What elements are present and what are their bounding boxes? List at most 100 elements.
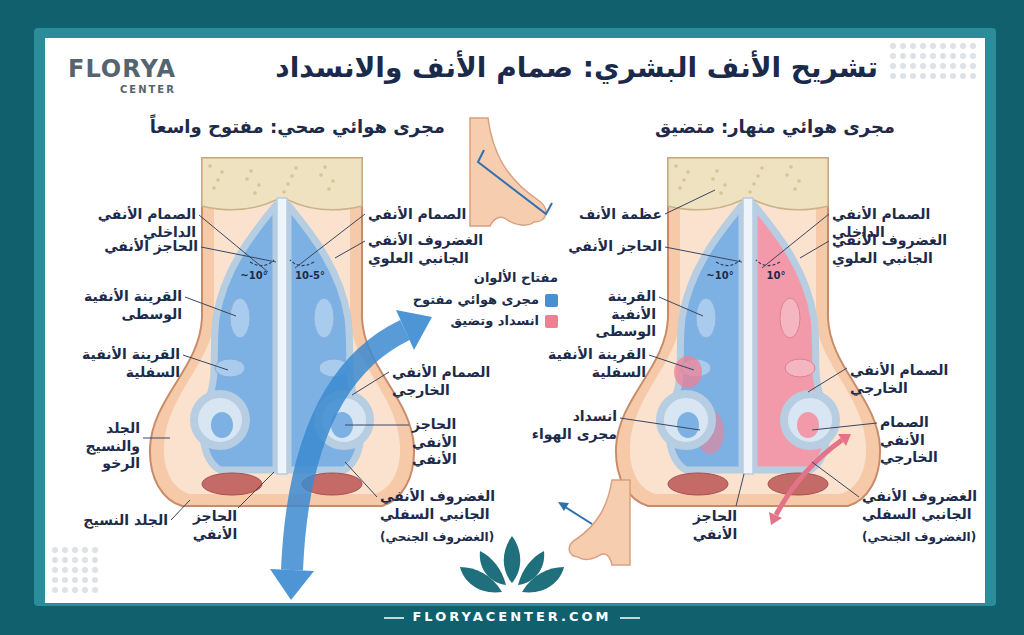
- legend-swatch: [545, 315, 558, 328]
- footer-url: FLORYACENTER.COM: [372, 609, 652, 625]
- part-label: الصمام الأنفي: [368, 206, 478, 224]
- decor-dot: [910, 43, 916, 49]
- soft-tissue: [630, 158, 866, 494]
- decor-dot: [52, 577, 58, 583]
- decor-dot: [72, 547, 78, 553]
- septum: [277, 198, 287, 474]
- decor-dot: [62, 577, 68, 583]
- part-label: القرينة الأنفية السفلية: [70, 346, 180, 381]
- swelling: [674, 356, 702, 388]
- footer-rule: [384, 617, 404, 619]
- angle-value: ~10°: [702, 270, 738, 283]
- nasal-side: [194, 205, 276, 495]
- decor-dot: [930, 53, 936, 59]
- nose-profile-icon: [569, 480, 630, 565]
- logo-word: CENTER: [120, 84, 200, 97]
- part-label: عظمة الأنف: [562, 206, 662, 224]
- alar-cartilage: [784, 394, 836, 446]
- nostril: [668, 473, 728, 495]
- leader-line: [345, 462, 377, 497]
- bone-texture: [208, 164, 212, 168]
- leader-line: [143, 438, 170, 439]
- alar-cartilage: [194, 394, 246, 446]
- bone-texture: [756, 174, 760, 178]
- bracket: [562, 505, 592, 524]
- leader-line: [736, 474, 744, 506]
- bone-texture: [331, 179, 335, 183]
- leader-line: [185, 297, 236, 316]
- bone-texture: [797, 179, 801, 183]
- alar-lumen: [797, 412, 819, 438]
- decor-dot: [950, 73, 956, 79]
- bone-texture: [723, 183, 727, 187]
- leader-lines: [143, 190, 877, 520]
- arrow-head: [396, 310, 432, 350]
- arrow-head: [270, 569, 314, 600]
- decor-dot: [72, 577, 78, 583]
- part-label: الغضروف الأنفي الجانبي العلوي: [832, 232, 958, 267]
- part-label: الغضروف الأنفي الجانبي العلوي: [368, 232, 490, 267]
- decor-dot: [82, 587, 88, 593]
- bone-texture: [323, 165, 327, 169]
- decor-dot: [930, 63, 936, 69]
- footer-rule: [620, 617, 640, 619]
- decor-dot: [890, 73, 896, 79]
- logo-word: FLORYA: [68, 54, 198, 84]
- leader-line: [800, 241, 829, 258]
- arrow-head: [838, 434, 851, 446]
- decor-dot: [82, 557, 88, 563]
- bone-texture: [785, 173, 789, 177]
- bone-texture: [686, 170, 690, 174]
- part-label: القرينة الأنفية الوسطى: [72, 288, 182, 323]
- decor-dot: [52, 567, 58, 573]
- logo-leaf: [522, 567, 564, 592]
- part-label: الصمام الأنفي الخارجي: [850, 362, 962, 397]
- legend-text: انسداد وتضيق: [450, 313, 539, 329]
- middle-turbinate: [230, 298, 250, 338]
- septum: [743, 198, 753, 474]
- decor-dot: [940, 53, 946, 59]
- decor-dot: [960, 73, 966, 79]
- part-label: الحاجز الأنفي: [685, 508, 745, 543]
- bone-texture: [678, 186, 682, 190]
- bone-texture: [719, 191, 723, 195]
- leader-line: [201, 247, 276, 262]
- decor-dot: [930, 43, 936, 49]
- part-label: انسداد مجرى الهواء: [531, 408, 617, 443]
- frame-band: [34, 28, 996, 606]
- leader-line: [649, 355, 694, 370]
- part-label: الغضروف الأنفي الجانبي السفلي: [862, 488, 980, 523]
- decor-dot: [960, 43, 966, 49]
- part-label: الحاجز الأنفي: [185, 508, 245, 543]
- bone-texture: [327, 187, 331, 191]
- part-label: الصمام الأنفي الخارجي: [392, 364, 497, 399]
- part-label: القرينة الأنفية السفلية: [548, 346, 646, 381]
- leader-line: [295, 214, 365, 268]
- leader-line: [335, 241, 365, 258]
- part-label: الصمام الأنفي الداخلي: [40, 206, 196, 241]
- leader-line: [659, 297, 703, 316]
- part-label: الجلد والنسيج الرخو: [50, 420, 140, 473]
- leader-line: [171, 500, 190, 520]
- bone-texture: [752, 182, 756, 186]
- bone-texture: [253, 191, 257, 195]
- decor-dot: [900, 73, 906, 79]
- decor-dot: [940, 63, 946, 69]
- bone-texture: [748, 190, 752, 194]
- main-title: تشريح الأنف البشري: صمام الأنف والانسداد: [275, 50, 878, 85]
- bone-texture: [220, 170, 224, 174]
- panel: [45, 38, 985, 603]
- leader-line: [808, 368, 847, 392]
- decor-dot: [920, 73, 926, 79]
- bone-texture: [212, 186, 216, 190]
- decor-dot: [52, 547, 58, 553]
- bone-texture: [216, 178, 220, 182]
- leader-line: [665, 190, 715, 214]
- decor-dots: [52, 43, 976, 593]
- decor-dot: [890, 43, 896, 49]
- nose-profile-icon: [470, 118, 546, 226]
- bone-texture: [249, 169, 253, 173]
- angle-value: 10°: [758, 270, 794, 283]
- leader-line: [665, 247, 742, 262]
